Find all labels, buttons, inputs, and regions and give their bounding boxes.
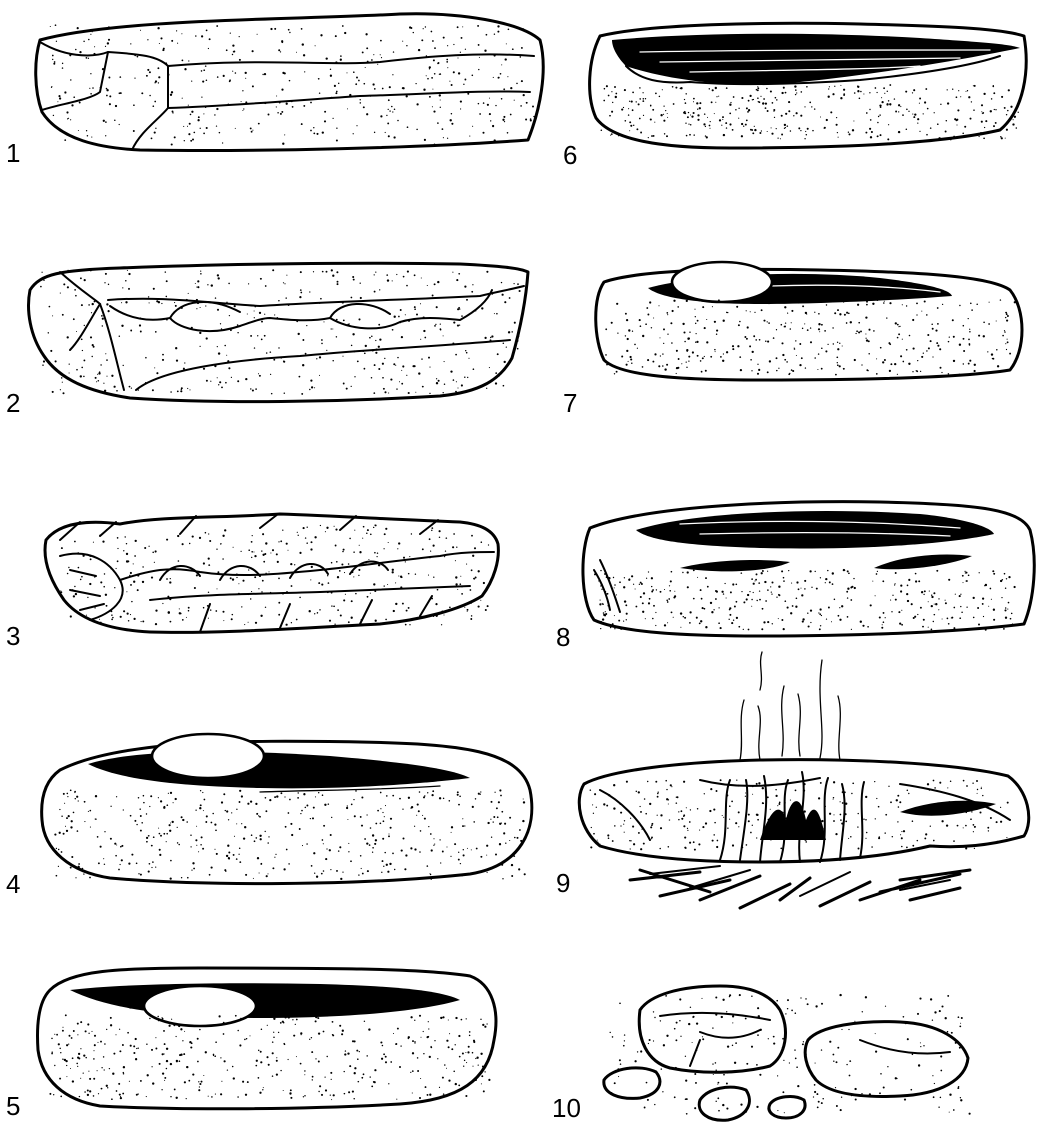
fragment-large-right [805, 1022, 968, 1097]
fragment-large-left [639, 986, 785, 1072]
panel-10 [604, 986, 971, 1120]
firewood-sticks [630, 866, 970, 908]
slab-in-fire [579, 652, 1029, 908]
smoke-wisps [740, 652, 840, 760]
panel-7 [596, 262, 1022, 380]
figure-number-7: 7 [563, 388, 577, 418]
panel-5 [38, 968, 496, 1109]
figure-number-4: 4 [6, 869, 20, 899]
grinding-stone-with-pebble [42, 734, 532, 884]
panel-2 [29, 263, 528, 401]
figure-number-2: 2 [6, 388, 20, 418]
handstone-pebble-5 [144, 986, 256, 1026]
stone-slab-flaked [36, 14, 543, 151]
panel-9 [579, 652, 1029, 908]
slab-with-grooves [583, 502, 1034, 636]
figure-number-8: 8 [556, 622, 570, 652]
stone-slab-heavily-flaked [45, 514, 498, 632]
panel-6 [590, 23, 1027, 148]
panel-1 [36, 14, 543, 151]
figure-number-9: 9 [556, 868, 570, 898]
panel-8 [583, 502, 1034, 636]
slab-with-pebble [596, 262, 1022, 380]
handstone-pebble-4 [152, 734, 264, 778]
panel-4 [42, 734, 532, 884]
figure-number-10: 10 [552, 1093, 581, 1123]
panel-3 [45, 514, 498, 632]
figure-number-1: 1 [6, 138, 20, 168]
figure-number-5: 5 [6, 1091, 20, 1121]
grinding-trough-with-pebble [38, 968, 496, 1109]
handstone-pebble-7 [672, 262, 772, 302]
figure-number-3: 3 [6, 621, 20, 651]
figure-number-6: 6 [563, 140, 577, 170]
broken-stone-fragments [604, 986, 968, 1120]
stone-slab-retouched [29, 263, 528, 401]
fragment-small-1 [604, 1068, 660, 1099]
